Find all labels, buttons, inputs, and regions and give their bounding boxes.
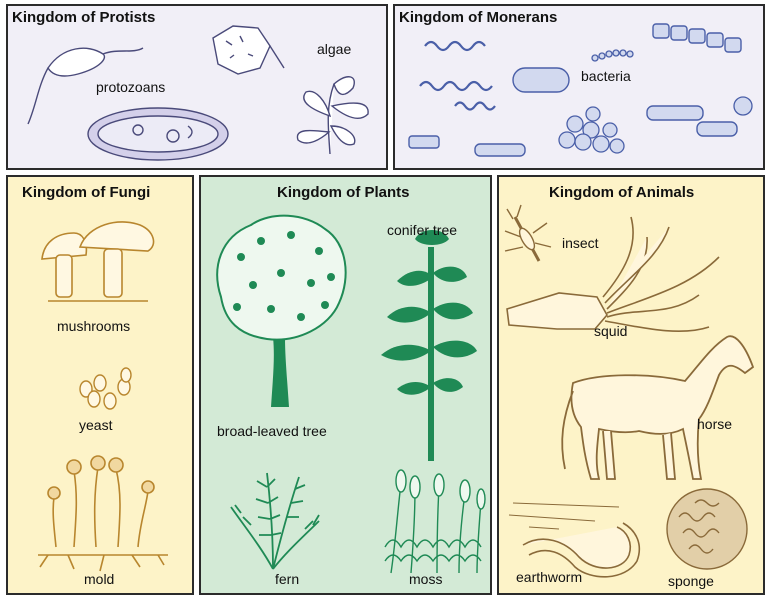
broad-leaved-tree-label: broad-leaved tree (217, 423, 327, 439)
earthworm-label: earthworm (516, 569, 582, 585)
animals-illustrations (499, 177, 765, 595)
algae-icon (297, 77, 368, 154)
monerans-illustrations (395, 6, 765, 170)
fern-label: fern (275, 571, 299, 587)
moss-label: moss (409, 571, 442, 587)
insect-label: insect (562, 235, 599, 251)
plants-title: Kingdom of Plants (277, 184, 410, 201)
squid-label: squid (594, 323, 627, 339)
sponge-icon (667, 489, 747, 569)
spiral-bacteria-icon (420, 42, 495, 110)
sponge-label: sponge (668, 573, 714, 589)
animals-panel: Kingdom of Animals insect squid horse ea… (497, 175, 765, 595)
earthworm-icon (509, 503, 639, 577)
squid-icon (507, 217, 719, 331)
protists-title: Kingdom of Protists (12, 9, 155, 26)
protozoans-label: protozoans (96, 79, 165, 95)
amoeba-icon (213, 26, 284, 74)
protists-panel: Kingdom of Protists protozoans algae (6, 4, 388, 170)
broadleaf-tree-icon (217, 216, 345, 407)
conifer-tree-label: conifer tree (387, 222, 457, 238)
fern-icon (231, 473, 319, 569)
fungi-title: Kingdom of Fungi (22, 184, 150, 201)
animals-title: Kingdom of Animals (549, 184, 694, 201)
fungi-illustrations (8, 177, 194, 595)
plants-panel: Kingdom of Plants conifer tree broad-lea… (199, 175, 492, 595)
mushroom-icon (42, 222, 154, 301)
algae-label: algae (317, 41, 351, 57)
mold-icon (38, 456, 168, 571)
insect-icon (505, 205, 551, 261)
moss-icon (385, 470, 485, 573)
mold-label: mold (84, 571, 114, 587)
monerans-title: Kingdom of Monerans (399, 9, 557, 26)
plants-illustrations (201, 177, 492, 595)
bacteria-label: bacteria (581, 68, 631, 84)
coccus-bacteria-icon (559, 50, 752, 153)
horse-icon (562, 336, 753, 479)
yeast-icon (80, 368, 131, 409)
conifer-tree-icon (381, 230, 477, 461)
paramecium-icon (88, 108, 228, 160)
yeast-label: yeast (79, 417, 112, 433)
mushrooms-label: mushrooms (57, 318, 130, 334)
horse-label: horse (697, 416, 732, 432)
monerans-panel: Kingdom of Monerans bacteria (393, 4, 765, 170)
protists-illustrations (8, 6, 388, 170)
fungi-panel: Kingdom of Fungi mushrooms yeast mold (6, 175, 194, 595)
